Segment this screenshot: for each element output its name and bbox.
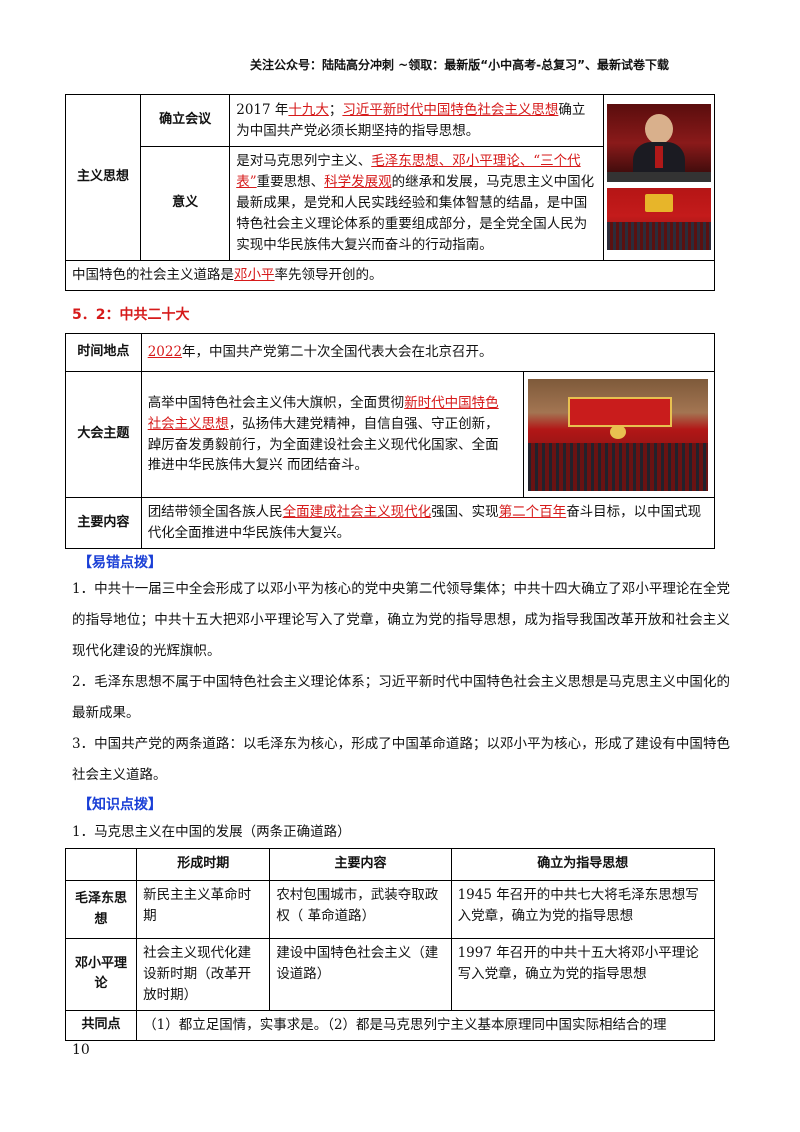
cell-content: 建设中国特色社会主义（建设道路） [269,938,452,1011]
cell-period: 新民主主义革命时期 [136,880,271,939]
meaning-text: 是对马克思列宁主义、毛泽东思想、邓小平理论、“三个代表”重要思想、科学发展观的继… [229,146,604,261]
common-label: 共同点 [64,1009,138,1041]
tips-title: 【易错点拨】 [78,555,162,571]
establish-text: 2017 年十九大；习近平新时代中国特色社会主义思想确立为中国共产党必须长期坚持… [229,94,604,147]
tip-2: 2．毛泽东思想不属于中国特色社会主义理论体系；习近平新时代中国特色社会主义思想是… [72,674,730,721]
col-header-empty [64,848,138,881]
time-place-label: 时间地点 [65,333,142,372]
establish-label: 确立会议 [140,94,231,147]
ideology-table: 主义思想 确立会议 2017 年十九大；习近平新时代中国特色社会主义思想确立为中… [64,94,716,291]
page-header: 关注公众号：陆陆高分冲刺 ~领取：最新版“小中高考-总复习”、最新试卷下载 [250,58,669,72]
cell-content: 农村包围城市，武装夺取政权（ 革命道路） [269,880,452,939]
photo-cell [602,94,716,261]
page-number: 10 [72,1042,90,1058]
tip-1: 1．中共十一届三中全会形成了以邓小平为核心的党中央第二代领导集体；中共十四大确立… [72,581,730,659]
row-label-ideology: 主义思想 [64,94,142,261]
tip-3: 3．中国共产党的两条道路：以毛泽东为核心，形成了中国革命道路；以邓小平为核心，形… [72,736,730,783]
content-text: 团结带领全国各族人民全面建成社会主义现代化强国、实现第二个百年奋斗目标，以中国式… [140,497,716,549]
congress-table: 时间地点 2022年，中国共产党第二十次全国代表大会在北京召开。 大会主题 高举… [65,333,716,549]
table-row: 毛泽东思想 新民主主义革命时期 农村包围城市，武装夺取政权（ 革命道路） 194… [64,880,716,939]
row-label-mao: 毛泽东思想 [64,880,138,939]
meaning-label: 意义 [140,146,231,261]
col-header-content: 主要内容 [269,848,452,881]
col-header-period: 形成时期 [136,848,271,881]
section-title-20th-congress: 5．2：中共二十大 [72,307,190,323]
congress-hall-photo [606,188,711,251]
knowledge-subtitle: 1．马克思主义在中国的发展（两条正确道路） [72,824,351,840]
content-label: 主要内容 [65,497,142,549]
ideology-footer: 中国特色的社会主义道路是邓小平率先领导开创的。 [65,259,715,291]
col-header-established: 确立为指导思想 [450,848,716,881]
common-text: （1）都立足国情，实事求是。（2）都是马克思列宁主义基本原理同中国实际相结合的理 [136,1009,715,1041]
table-row: 邓小平理论 社会主义现代化建设新时期（改革开放时期） 建设中国特色社会主义（建设… [64,938,716,1011]
cell-established: 1945 年召开的中共七大将毛泽东思想写入党章，确立为党的指导思想 [450,880,716,939]
theme-label: 大会主题 [65,371,142,498]
congress-session-photo [528,378,709,491]
row-label-deng: 邓小平理论 [64,938,138,1011]
knowledge-title: 【知识点拨】 [78,797,162,813]
theme-text: 高举中国特色社会主义伟大旗帜，全面贯彻新时代中国特色社会主义思想，弘扬伟大建党精… [140,371,525,498]
cell-established: 1997 年召开的中共十五大将邓小平理论写入党章，确立为党的指导思想 [450,938,716,1011]
leader-photo [606,104,711,183]
time-place-text: 2022年，中国共产党第二十次全国代表大会在北京召开。 [140,333,716,372]
cell-period: 社会主义现代化建设新时期（改革开放时期） [136,938,271,1011]
theme-photo-cell [523,371,715,498]
comparison-table: 形成时期 主要内容 确立为指导思想 毛泽东思想 新民主主义革命时期 农村包围城市… [64,848,716,1041]
